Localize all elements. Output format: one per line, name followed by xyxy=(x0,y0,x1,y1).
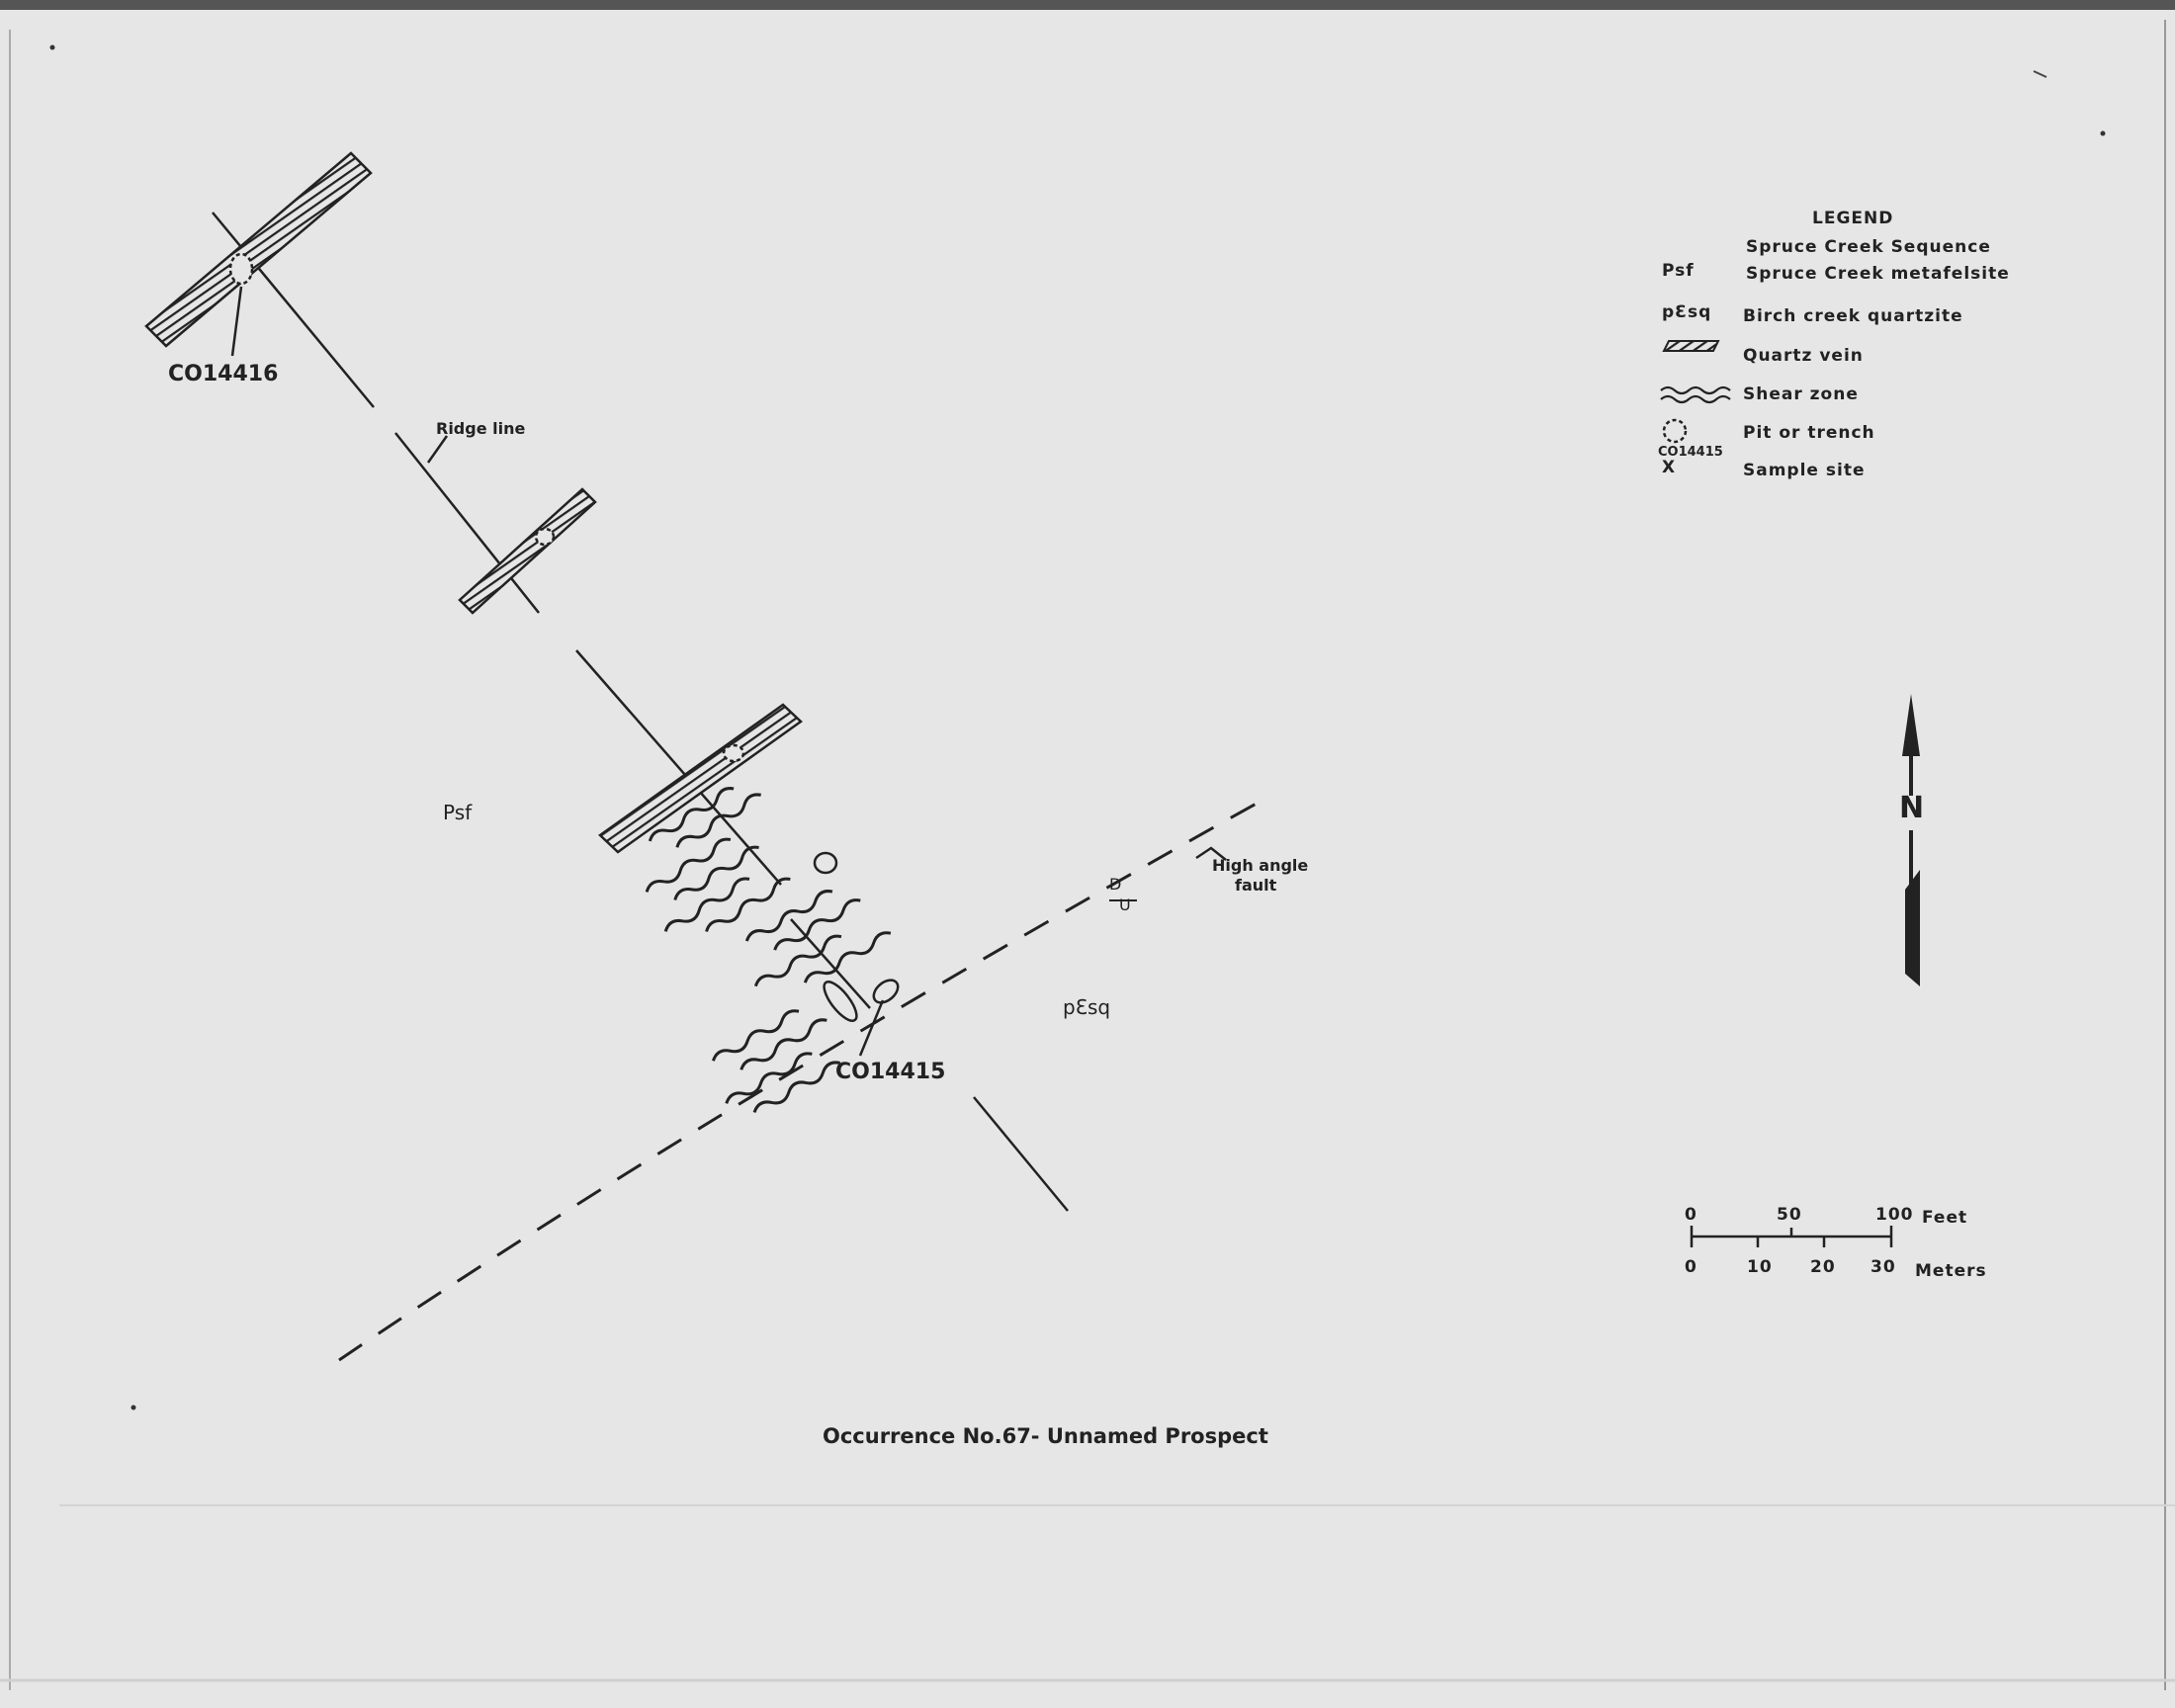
legend-label-pit: Pit or trench xyxy=(1743,423,1875,443)
legend-label-quartz-vein: Quartz vein xyxy=(1743,346,1864,366)
scale-meters-10: 10 xyxy=(1747,1257,1773,1277)
ridge-line xyxy=(212,212,1069,1212)
fault-label-leader xyxy=(1195,846,1227,861)
legend-symbol-psf: Psf xyxy=(1662,261,1695,281)
legend-label-sample-site: Sample site xyxy=(1743,461,1866,480)
legend-sample-mark: X xyxy=(1662,458,1677,477)
ridge-line-label: Ridge line xyxy=(436,419,526,438)
shear-zone-lower xyxy=(709,886,895,1118)
scale-feet-0: 0 xyxy=(1685,1205,1697,1225)
scale-feet-100: 100 xyxy=(1875,1205,1914,1225)
quartz-vein-2 xyxy=(458,487,597,615)
scale-feet-50: 50 xyxy=(1777,1205,1802,1225)
ridge-line-leader xyxy=(426,435,449,464)
sample-2-leader xyxy=(858,999,885,1057)
quartz-vein-1 xyxy=(144,151,373,348)
trench-icon xyxy=(823,981,858,1022)
legend-title: LEGEND xyxy=(1812,209,1894,228)
sheet-top-edge xyxy=(0,0,2175,10)
fault-down-side: D xyxy=(1109,875,1122,894)
quartz-vein-3 xyxy=(598,703,803,854)
pit-icon xyxy=(534,527,556,547)
legend-group-heading: Spruce Creek Sequence xyxy=(1746,237,1991,257)
high-angle-fault xyxy=(338,794,1271,1362)
sample-1-leader xyxy=(230,286,243,357)
scale-bar xyxy=(1690,1226,1893,1247)
unit-label-pesq: pƐsq xyxy=(1063,995,1111,1019)
legend-shear-zone-symbol xyxy=(1660,385,1731,404)
scale-feet-unit: Feet xyxy=(1922,1208,1968,1228)
unit-label-psf: Psf xyxy=(443,801,473,824)
north-arrow-icon xyxy=(1902,694,1920,986)
scale-meters-20: 20 xyxy=(1810,1257,1836,1277)
pit-icon xyxy=(813,851,838,875)
fault-label-line2: fault xyxy=(1235,876,1277,895)
pit-icon xyxy=(872,979,900,1004)
scale-meters-30: 30 xyxy=(1870,1257,1896,1277)
legend-quartz-vein-symbol xyxy=(1662,340,1720,352)
legend-label-psf: Spruce Creek metafelsite xyxy=(1746,264,2010,284)
legend-pit-symbol xyxy=(1662,418,1688,444)
map-caption: Occurrence No.67- Unnamed Prospect xyxy=(823,1424,1268,1448)
north-arrow-label: N xyxy=(1899,791,1925,825)
sample-label-co14416: CO14416 xyxy=(168,362,279,386)
scale-meters-0: 0 xyxy=(1685,1257,1697,1277)
legend-symbol-pesq: pƐsq xyxy=(1662,302,1712,322)
legend-sample-code: CO14415 xyxy=(1658,445,1723,460)
legend-label-pesq: Birch creek quartzite xyxy=(1743,306,1963,326)
fault-label-line1: High angle xyxy=(1212,856,1309,875)
legend-label-shear-zone: Shear zone xyxy=(1743,384,1859,404)
pit-icon xyxy=(722,743,745,763)
fault-up-side: U xyxy=(1119,896,1131,914)
scale-meters-unit: Meters xyxy=(1915,1261,1987,1281)
pit-icon xyxy=(228,252,254,286)
sample-label-co14415: CO14415 xyxy=(835,1060,946,1084)
